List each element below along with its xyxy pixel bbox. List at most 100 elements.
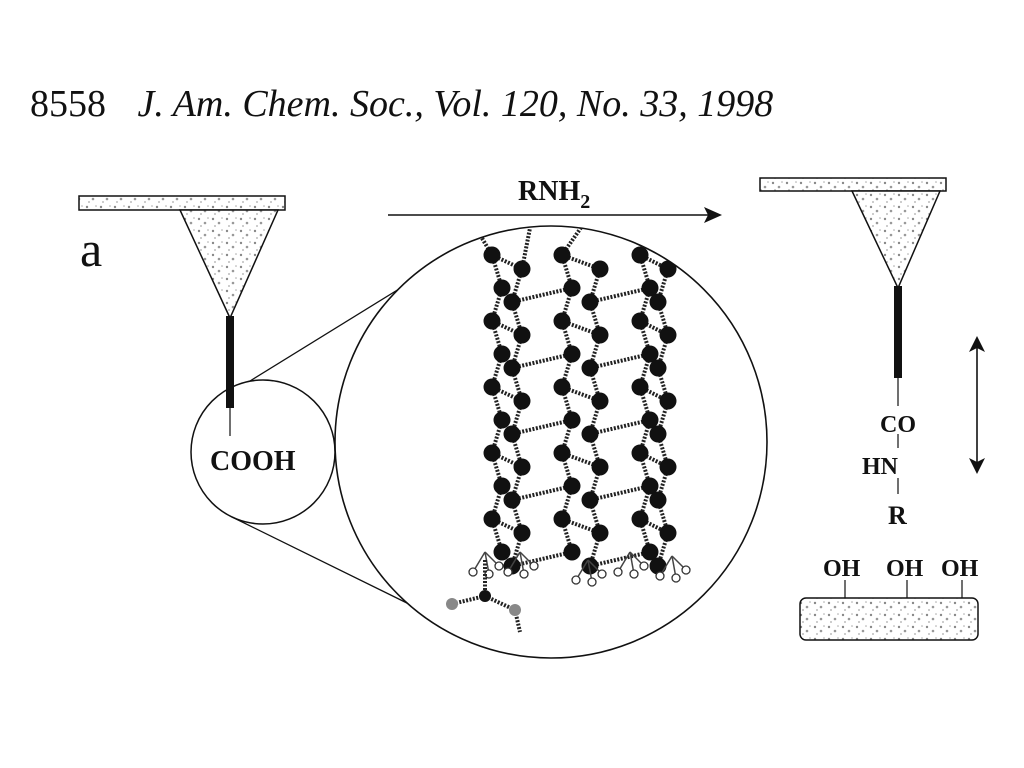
carbon-atom [659, 458, 677, 476]
oxygen-atom [571, 575, 581, 585]
oxygen-atom [519, 569, 529, 579]
carbon-atom [553, 510, 571, 528]
oxygen-atom [613, 567, 623, 577]
carbon-atom [563, 411, 581, 429]
carbon-atom [641, 279, 659, 297]
carbon-atom [513, 326, 531, 344]
hydroxyl-label: OH [941, 556, 979, 582]
carbon-atom [563, 543, 581, 561]
carbonyl-label: CO [880, 412, 916, 438]
carbon-atom [553, 246, 571, 264]
carbon-atom [503, 359, 521, 377]
carbon-atom [563, 477, 581, 495]
carbon-atom [513, 392, 531, 410]
carbon-atom [659, 326, 677, 344]
carbon-atom [649, 491, 667, 509]
carbon-atom [649, 425, 667, 443]
carbon-atom [581, 557, 599, 575]
carbon-atom [553, 444, 571, 462]
left-cantilever [78, 195, 286, 211]
carbon-atom [591, 458, 609, 476]
oxygen-atom [639, 561, 649, 571]
left-afm-tip [78, 195, 286, 436]
right-nanotube [894, 286, 902, 378]
carbon-atom [513, 524, 531, 542]
carbon-atom [563, 279, 581, 297]
oxygen-atom [681, 565, 691, 575]
oxygen-atom [629, 569, 639, 579]
carbon-atom [591, 326, 609, 344]
carbon-atom [631, 312, 649, 330]
carbon-atom [513, 458, 531, 476]
carbon-atom [659, 524, 677, 542]
panel-label: a [80, 221, 102, 277]
carbon-atom [483, 444, 501, 462]
hydroxyl-label: OH [823, 556, 861, 582]
carbon-atom [493, 543, 511, 561]
carbon-atom [659, 392, 677, 410]
carbon-atom [503, 491, 521, 509]
left-nanotube [226, 316, 234, 408]
oxygen-atom [655, 571, 665, 581]
carbon-atom [649, 293, 667, 311]
carbon-atom [591, 524, 609, 542]
oxygen-atom [587, 577, 597, 587]
oxygen-atom [503, 567, 513, 577]
functional-atom [509, 604, 521, 616]
carbon-atom [581, 293, 599, 311]
zoom-circle [334, 225, 768, 659]
oxygen-atom [468, 567, 478, 577]
carbon-atom [513, 260, 531, 278]
carbon-atom [641, 543, 659, 561]
substituent-label: R [888, 501, 907, 530]
carbon-atom [483, 510, 501, 528]
page-header: 8558 J. Am. Chem. Soc., Vol. 120, No. 33… [30, 82, 773, 126]
carbon-atom [631, 444, 649, 462]
left-tip-group-label: COOH [210, 446, 296, 477]
right-afm-tip [759, 177, 947, 494]
functional-atom [479, 590, 491, 602]
carbon-atom [563, 345, 581, 363]
carbon-atom [581, 359, 599, 377]
double-headed-arrow [969, 336, 985, 474]
carbon-atom [659, 260, 677, 278]
page-number: 8558 [30, 83, 106, 125]
nanotube-lattice [446, 226, 691, 633]
oxygen-atom [494, 561, 504, 571]
reagent-label: RNH2 [518, 176, 590, 213]
carbon-atom [581, 425, 599, 443]
journal-citation: J. Am. Chem. Soc., Vol. 120, No. 33, 199… [137, 83, 774, 125]
zoom-line-bottom [231, 516, 416, 608]
carbon-atom [483, 246, 501, 264]
carbon-atom [553, 312, 571, 330]
substrate [799, 580, 979, 641]
oxygen-atom [597, 569, 607, 579]
oxygen-atom [671, 573, 681, 583]
carbon-atom [649, 359, 667, 377]
oxygen-atom [529, 561, 539, 571]
left-tip-pyramid [178, 209, 280, 320]
carbon-atom [641, 411, 659, 429]
hydroxyl-label: OH [886, 556, 924, 582]
carbon-atom [641, 345, 659, 363]
carbon-atom [503, 293, 521, 311]
carbon-atom [631, 510, 649, 528]
carbon-atom [483, 378, 501, 396]
carbon-atom [493, 411, 511, 429]
carbon-atom [503, 425, 521, 443]
carbon-atom [591, 260, 609, 278]
substrate-slab [799, 597, 979, 641]
carbon-atom [581, 491, 599, 509]
carbon-atom [493, 345, 511, 363]
carbon-atom [631, 246, 649, 264]
functional-atom [446, 598, 458, 610]
carbon-atom [631, 378, 649, 396]
carbon-atom [641, 477, 659, 495]
right-cantilever [759, 177, 947, 192]
carbon-atom [553, 378, 571, 396]
reaction-arrow [388, 207, 722, 223]
carbon-atom [493, 477, 511, 495]
carbon-atom [493, 279, 511, 297]
carbon-atom [591, 392, 609, 410]
